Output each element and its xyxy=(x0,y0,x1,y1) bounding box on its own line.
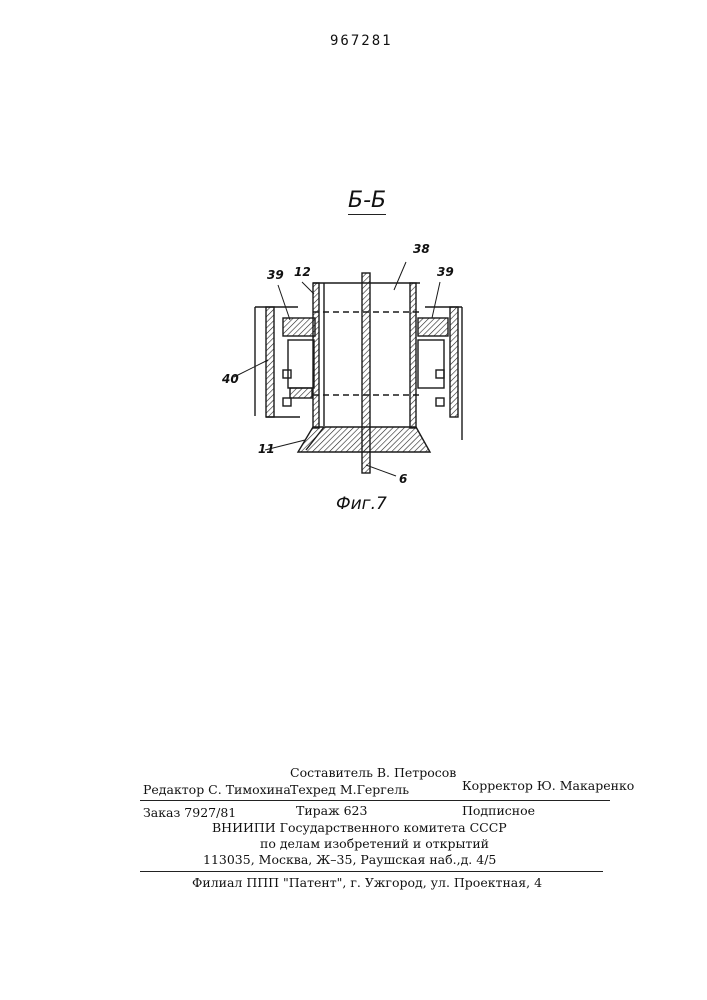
order: Заказ 7927/81 xyxy=(143,805,236,820)
subscription: Подписное xyxy=(462,803,535,818)
label-39-left: 39 xyxy=(267,268,284,282)
leader-39-left xyxy=(278,285,290,320)
label-11: 11 xyxy=(258,442,275,456)
label-39-right: 39 xyxy=(437,265,454,279)
leader-12 xyxy=(302,282,314,294)
org-line1: ВНИИПИ Государственного комитета СССР xyxy=(212,820,507,835)
circulation: Тираж 623 xyxy=(296,803,367,818)
editor: Редактор С. Тимохина xyxy=(143,782,291,797)
bracket-left-lower xyxy=(290,388,312,398)
leader-39-right xyxy=(432,282,440,318)
nut-left-2 xyxy=(283,398,291,406)
block-right xyxy=(418,340,444,388)
tube-wall-left xyxy=(313,283,319,428)
nut-right-2 xyxy=(436,398,444,406)
bracket-left xyxy=(283,318,315,336)
address: 113035, Москва, Ж–35, Раушская наб.,д. 4… xyxy=(203,852,496,867)
housing-left-wall xyxy=(266,307,274,417)
imprint-rule-top xyxy=(140,800,610,801)
corrector: Корректор Ю. Макаренко xyxy=(462,778,634,793)
nut-left-1 xyxy=(283,370,291,378)
imprint-rule-bottom xyxy=(140,871,603,872)
label-40: 40 xyxy=(222,372,239,386)
nut-right-1 xyxy=(436,370,444,378)
compiler: Составитель В. Петросов xyxy=(290,765,456,780)
leader-40 xyxy=(234,360,268,377)
funnel xyxy=(298,427,430,452)
techred: Техред М.Гергель xyxy=(290,782,409,797)
leader-38 xyxy=(394,262,406,290)
label-6: 6 xyxy=(399,472,407,486)
figure-caption: Фиг.7 xyxy=(336,494,387,514)
branch: Филиал ППП "Патент", г. Ужгород, ул. Про… xyxy=(192,875,542,890)
bracket-right xyxy=(418,318,448,336)
label-38: 38 xyxy=(413,242,430,256)
housing-right-wall xyxy=(450,307,458,417)
org-line2: по делам изобретений и открытий xyxy=(260,836,489,851)
block-left xyxy=(288,340,314,388)
tube-wall-right xyxy=(410,283,416,428)
label-12: 12 xyxy=(294,265,311,279)
